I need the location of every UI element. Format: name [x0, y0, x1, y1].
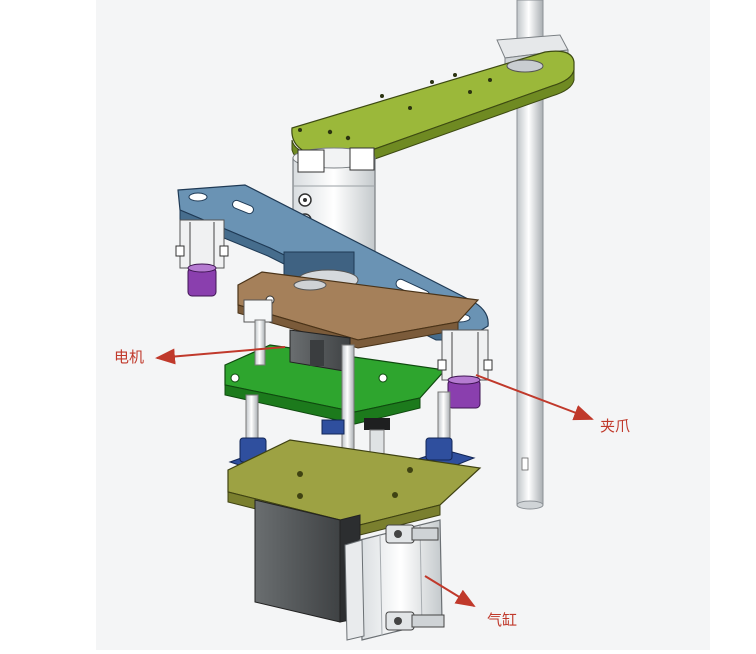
motor-callout-label: 电机: [114, 348, 145, 366]
drive-motor: [289, 329, 351, 373]
air-fitting-upper: [385, 524, 439, 544]
gripper-arrow: [475, 374, 594, 421]
air-fitting-lower: [385, 611, 445, 631]
motor-plate: [237, 271, 480, 349]
gripper-callout-label: 夹爪: [600, 417, 631, 435]
callout-arrows: [155, 346, 594, 608]
motor-arrow: [155, 346, 286, 365]
left-gripper-unit: [175, 219, 229, 297]
cylinder-callout-label: 气缸: [487, 611, 518, 629]
right-gripper-unit: [437, 329, 493, 409]
pneumatic-cylinder: [344, 519, 445, 641]
cylinder-arrow: [424, 575, 476, 608]
